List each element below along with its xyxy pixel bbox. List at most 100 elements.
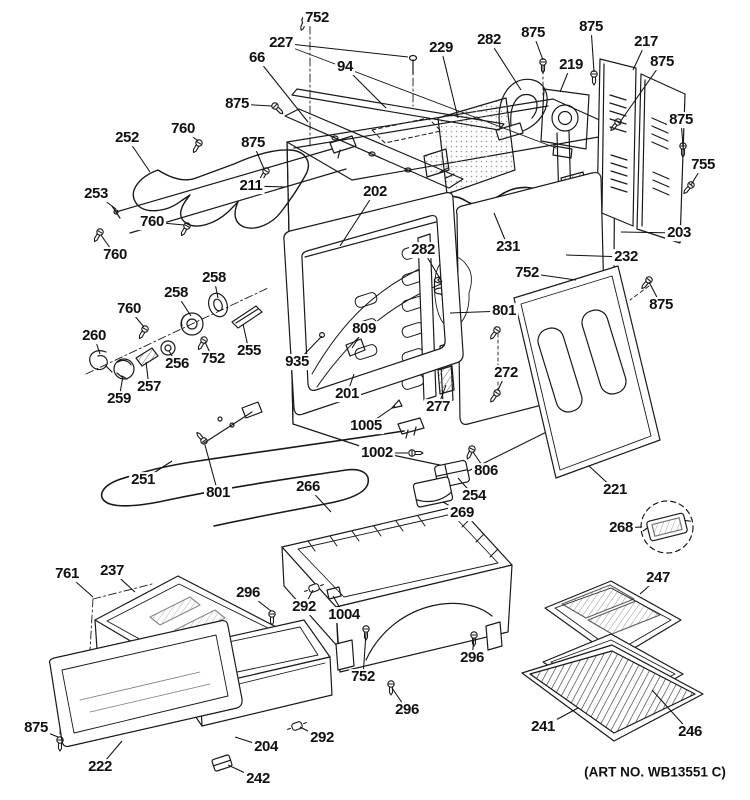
leader-line-227 [280,42,409,58]
part-callout-217: 217 [632,33,660,51]
part-callout-232: 232 [612,248,640,266]
leader-line-202 [339,191,376,247]
side-panel-221 [513,265,661,479]
small-parts-chain [89,292,263,380]
part-callout-242: 242 [244,770,272,788]
part-callout-66: 66 [247,49,267,67]
part-callout-246: 246 [676,723,704,741]
part-callout-241: 241 [529,718,557,736]
part-callout-1004: 1004 [326,606,362,624]
part-callout-875: 875 [223,95,251,113]
part-callout-237: 237 [98,562,126,580]
ring-256 [160,340,176,356]
part-callout-875: 875 [667,111,695,129]
drawer-clip-242 [211,754,233,772]
leader-line-229 [440,47,459,119]
part-callout-752: 752 [349,668,377,686]
part-callout-227: 227 [267,34,295,52]
knob-259 [113,358,135,380]
part-callout-875: 875 [648,53,676,71]
part-callout-752: 752 [303,9,331,27]
part-callout-252: 252 [113,129,141,147]
bake-element [100,401,425,527]
leader-line-801 [204,444,219,494]
part-callout-760: 760 [138,213,166,231]
part-callout-875: 875 [519,24,547,42]
screw-dot-935 [319,332,326,339]
pin-227 [408,54,418,75]
part-callout-760: 760 [115,300,143,318]
leader-line-875 [619,61,663,123]
part-callout-282: 282 [475,31,503,49]
part-callout-801: 801 [204,484,232,502]
part-callout-269: 269 [448,504,476,522]
part-callout-255: 255 [235,342,263,360]
part-callout-211: 211 [237,177,265,195]
plate-255 [231,305,263,329]
part-callout-875: 875 [647,296,675,314]
part-callout-296: 296 [458,649,486,667]
bracket-1004 [326,586,342,600]
part-callout-256: 256 [163,355,191,373]
cone-257 [135,347,159,367]
washer-258 [207,292,229,318]
part-callout-266: 266 [294,478,322,496]
oven-rack-241 [521,644,704,742]
part-callout-268: 268 [607,519,635,537]
part-callout-806: 806 [472,462,500,480]
part-callout-809: 809 [350,320,378,338]
part-callout-272: 272 [492,364,520,382]
part-callout-1002: 1002 [359,444,395,462]
part-callout-1005: 1005 [348,417,384,435]
part-callout-760: 760 [169,120,197,138]
part-callout-296: 296 [393,701,421,719]
part-callout-760: 760 [101,246,129,264]
broiler-insert-247 [544,580,682,660]
part-callout-258: 258 [200,269,228,287]
part-callout-875: 875 [22,719,50,737]
drawer-front-222 [48,619,243,748]
part-callout-251: 251 [129,471,157,489]
leader-line-66 [256,57,309,123]
part-callout-761: 761 [53,565,81,583]
part-callout-222: 222 [86,758,114,776]
part-callout-202: 202 [361,183,389,201]
part-callout-875: 875 [577,18,605,36]
part-callout-203: 203 [665,224,693,242]
part-callout-752: 752 [513,264,541,282]
part-callout-875: 875 [239,134,267,152]
part-callout-254: 254 [460,487,488,505]
part-callout-94: 94 [335,58,355,76]
part-callout-935: 935 [283,353,311,371]
part-callout-260: 260 [80,327,108,345]
broil-element [111,135,357,234]
leader-line-282 [488,39,522,91]
vent-duct [495,78,548,141]
art-number-text: (ART NO. WB13551 C) [584,764,726,780]
part-callout-253: 253 [82,185,110,203]
top-manifold-panel [284,54,505,189]
part-callout-292: 292 [308,729,336,747]
spring-260 [89,350,113,373]
fan-cover-219 [540,88,590,159]
part-callout-259: 259 [105,390,133,408]
part-callout-801: 801 [490,302,518,320]
part-callout-221: 221 [601,481,629,499]
part-callout-282: 282 [409,241,437,259]
detail-bubble-268 [640,500,694,554]
part-callout-292: 292 [290,598,318,616]
part-callout-219: 219 [557,56,585,74]
frame-trim-202 [304,221,437,258]
part-callout-296: 296 [234,584,262,602]
rear-panel-217 [596,58,637,227]
part-callout-752: 752 [199,350,227,368]
part-callout-229: 229 [427,39,455,57]
part-callout-258: 258 [162,284,190,302]
part-callout-277: 277 [424,398,452,416]
part-callout-201: 201 [333,385,361,403]
part-callout-755: 755 [689,156,717,174]
grommet-258 [180,312,204,336]
